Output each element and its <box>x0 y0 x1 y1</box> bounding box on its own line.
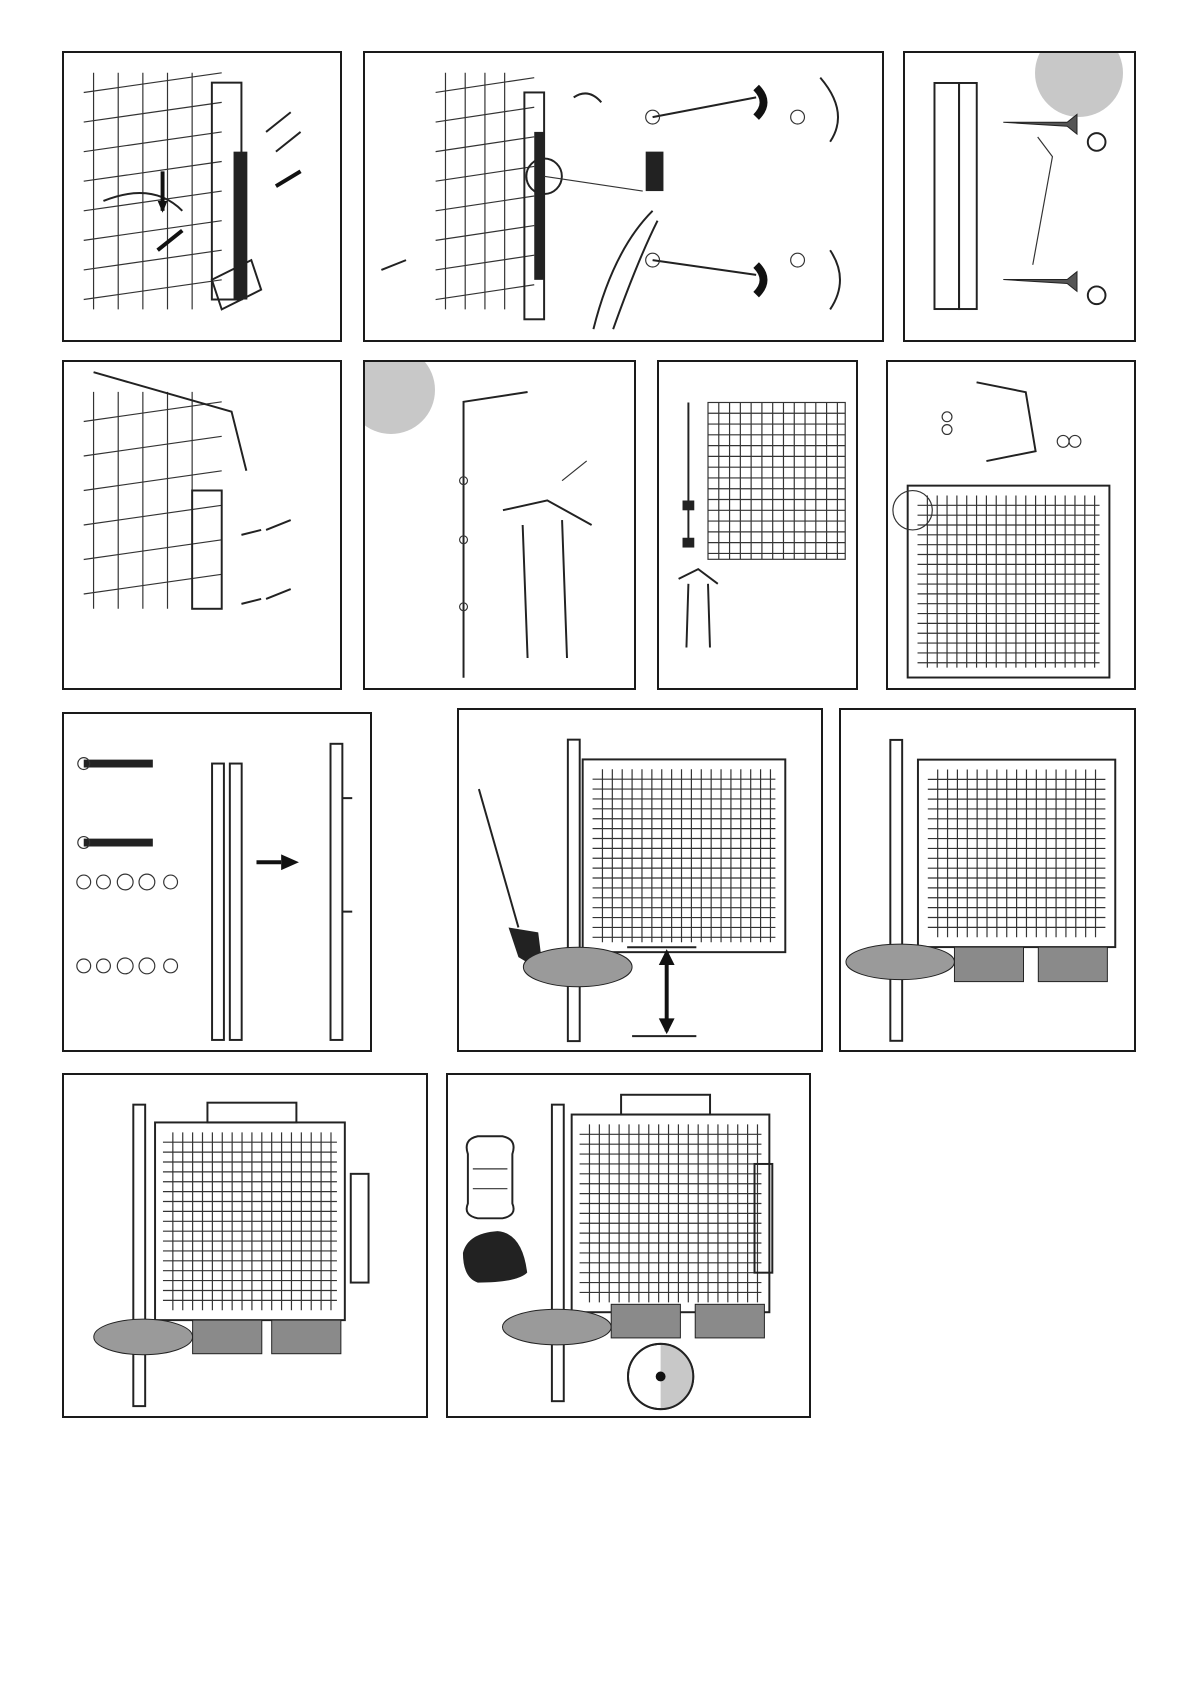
rod-bracket-illustration <box>365 362 634 688</box>
countersunk-screws-illustration <box>905 53 1134 340</box>
panel-gate-keys <box>886 360 1136 690</box>
panel-spirit-level <box>62 1073 428 1418</box>
hinge-parts-illustration <box>64 714 370 1050</box>
panel-lock-assembly <box>62 51 342 342</box>
panel-countersunk-screws <box>903 51 1136 342</box>
panel-hinge-parts <box>62 712 372 1052</box>
panel-pour-concrete <box>446 1073 811 1418</box>
lock-assembly-illustration <box>64 53 340 340</box>
panel-dig-hole <box>457 708 823 1052</box>
spirit-level-illustration <box>64 1075 426 1416</box>
pliers-bend-illustration <box>365 53 882 340</box>
panel-gate-blocks <box>839 708 1136 1052</box>
panel-rod-bracket <box>363 360 636 690</box>
panel-pliers-bend <box>363 51 884 342</box>
panel-mesh-rod <box>657 360 858 690</box>
mesh-rod-illustration <box>659 362 856 688</box>
dig-hole-illustration <box>459 710 821 1050</box>
gate-keys-illustration <box>888 362 1134 688</box>
pour-concrete-illustration <box>448 1075 809 1416</box>
bolt-fastening-illustration <box>64 362 340 688</box>
panel-bolt-fastening <box>62 360 342 690</box>
gate-blocks-illustration <box>841 710 1134 1050</box>
